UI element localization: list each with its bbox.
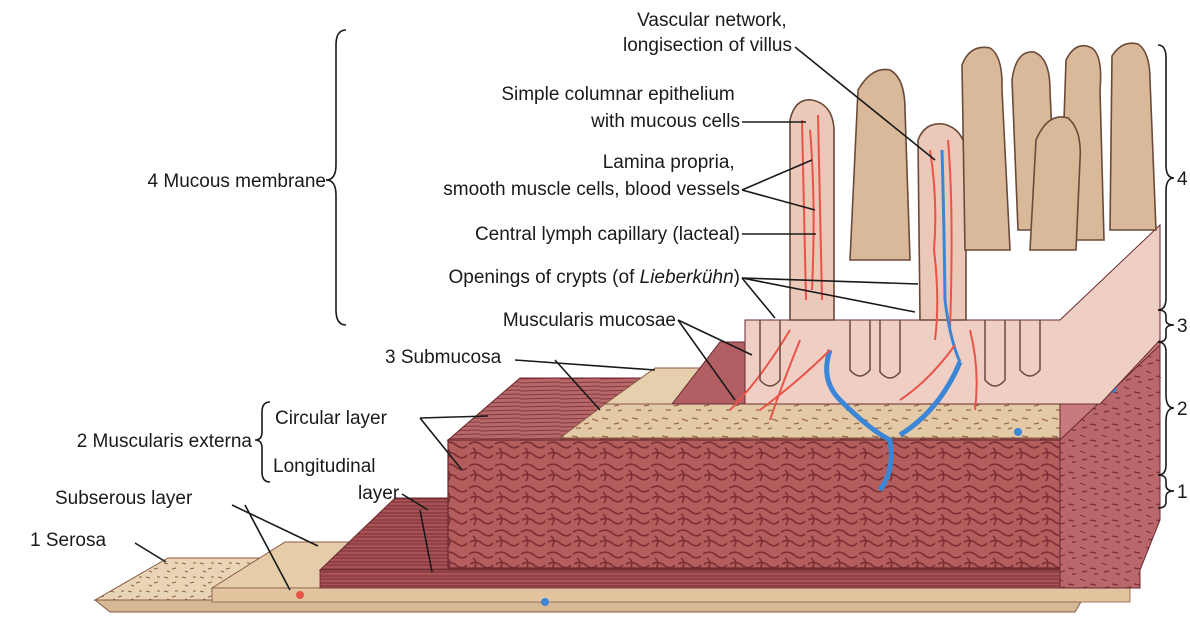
layer-number-1: 1 — [1177, 482, 1188, 503]
subserous-front-face — [212, 588, 1130, 602]
circular-layer-label: Circular layer — [275, 408, 388, 429]
longitudinal-layer-front — [320, 570, 1140, 588]
submucosa-label: 3 Submucosa — [385, 347, 502, 368]
vascular-network-label: Vascular network, longisection of villus — [623, 10, 792, 56]
subserous-layer-label: Subserous layer — [55, 488, 193, 509]
mucous-membrane-brace — [326, 30, 346, 325]
villi — [790, 43, 1156, 320]
serosa-label: 1 Serosa — [30, 530, 106, 551]
muscularis-mucosae-label: Muscularis mucosae — [503, 310, 676, 331]
mucous-membrane-label: 4 Mucous membrane — [148, 171, 326, 192]
right-layer-numbers: 4 3 2 1 — [1177, 169, 1188, 503]
longitudinal-layer-label: Longitudinal layer — [273, 456, 400, 504]
layer-number-3: 3 — [1177, 316, 1188, 337]
central-lymph-label: Central lymph capillary (lacteal) — [475, 224, 740, 245]
layer-number-4: 4 — [1177, 169, 1188, 190]
layer-number-2: 2 — [1177, 399, 1188, 420]
muscularis-externa-label: 2 Muscularis externa — [77, 431, 253, 452]
lamina-propria-label: Lamina propria, smooth muscle cells, blo… — [443, 152, 740, 200]
simple-columnar-label: Simple columnar epithelium with mucous c… — [501, 84, 740, 132]
circular-layer-front — [448, 440, 1060, 568]
muscularis-externa-brace — [255, 402, 270, 482]
openings-crypts-label: Openings of crypts (of Lieberkühn) — [448, 267, 740, 288]
